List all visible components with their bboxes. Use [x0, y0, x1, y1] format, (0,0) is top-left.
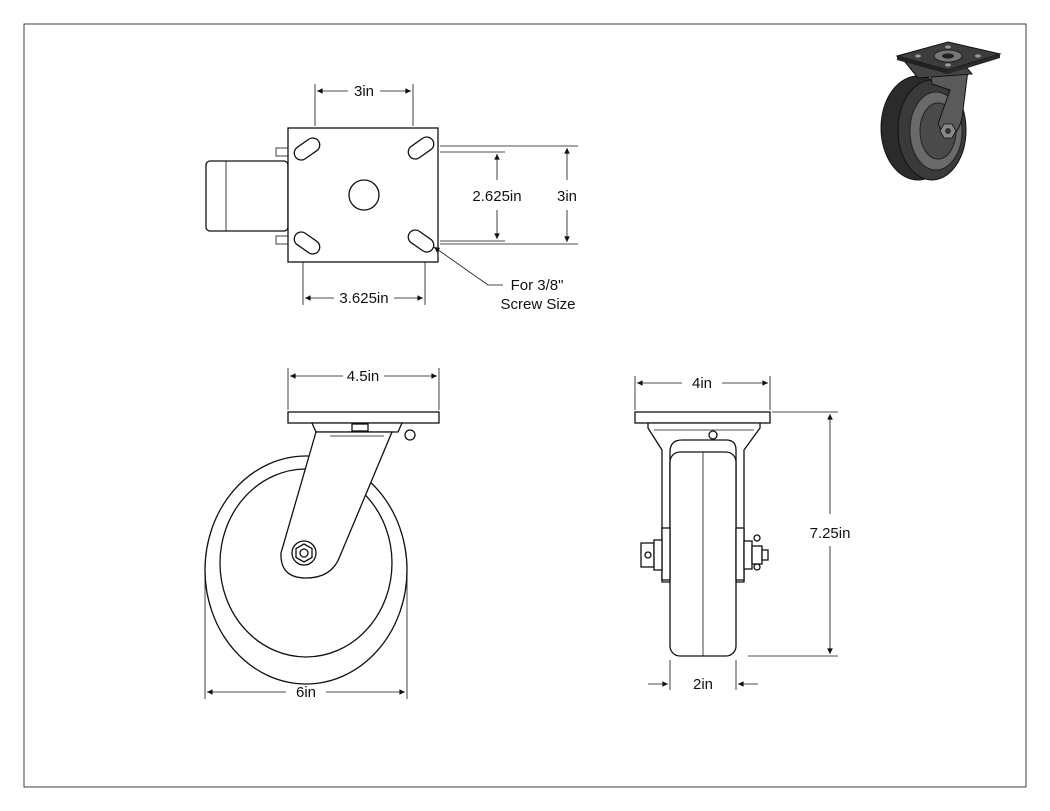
dim-top-bolt-spacing-width: 3in	[354, 83, 374, 100]
bolt-slot-bottom-left	[293, 231, 321, 255]
front-axle-bolt-head	[640, 542, 655, 568]
dim-front-plate-width: 4in	[692, 375, 712, 392]
dim-side-plate-width: 4.5in	[347, 368, 380, 385]
front-top-plate	[634, 411, 771, 424]
bolt-slot-bottom-right	[407, 229, 435, 253]
front-view: 4in 7.25in 2in	[634, 375, 851, 693]
dim-front-wheel-width: 2in	[693, 676, 713, 693]
kingpin-hole	[348, 179, 380, 211]
side-top-plate	[287, 411, 440, 424]
top-view: 3in 2.625in 3in 3.625in For 3/8" Screw S…	[205, 83, 578, 313]
bolt-slot-top-right	[407, 136, 435, 160]
drawing-border	[23, 23, 1027, 788]
dim-top-plate-height: 3in	[557, 188, 577, 205]
note-screw-size-line2: Screw Size	[500, 296, 575, 313]
caster-isometric-render	[880, 41, 1002, 181]
dim-top-plate-width: 3.625in	[339, 290, 388, 307]
dim-front-overall-height: 7.25in	[810, 525, 851, 542]
side-wheel-tread	[204, 455, 408, 685]
front-axle-nut	[743, 540, 753, 570]
side-view: 4.5in 6in	[204, 368, 440, 701]
dim-top-bolt-spacing-height: 2.625in	[472, 188, 521, 205]
top-plate	[287, 127, 439, 263]
bolt-slot-top-left	[293, 137, 321, 161]
top-view-wheel-outline	[205, 160, 289, 232]
dim-side-wheel-diameter: 6in	[296, 684, 316, 701]
note-screw-size-line1: For 3/8"	[511, 277, 564, 294]
